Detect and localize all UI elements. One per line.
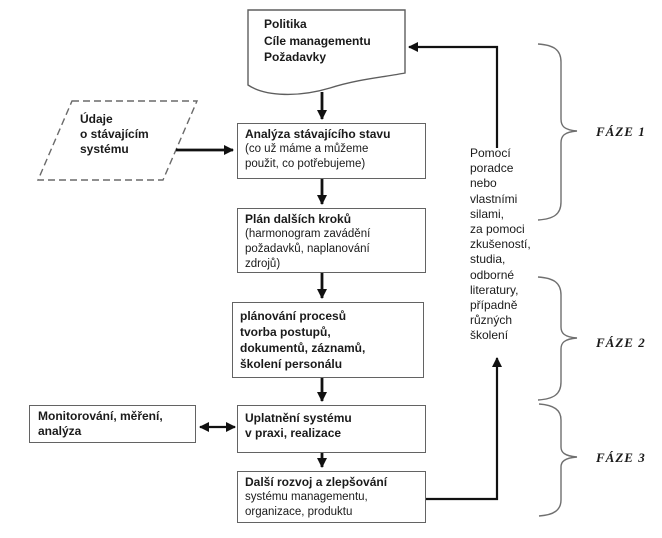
box-uplatneni: Uplatnění systému v praxi, realizace [237, 405, 426, 453]
phase-1-label: FÁZE 1 [596, 124, 646, 139]
input-parallelogram-text: Údaje o stávajícím systému [80, 112, 149, 156]
box-analyza-body: (co už máme a můžeme použit, co potřebuj… [245, 143, 369, 170]
document-shape [247, 9, 406, 96]
box-planovani: plánování procesů tvorba postupů, dokume… [232, 302, 424, 378]
phase1-brace [537, 43, 578, 221]
box-monitorovani-title: Monitorování, měření, analýza [38, 409, 163, 438]
box-analyza: Analýza stávajícího stavu (co už máme a … [237, 123, 426, 179]
phase-2-label: FÁZE 2 [596, 335, 646, 350]
box-planovani-title: plánování procesů tvorba postupů, dokume… [240, 309, 366, 371]
box-dalsi-rozvoj: Další rozvoj a zlepšování systému manage… [237, 471, 426, 523]
side-note: Pomocí poradce nebo vlastními silami, za… [470, 146, 531, 343]
arrow-dalsi-to-sidenote [425, 357, 502, 501]
box-analyza-title: Analýza stávajícího stavu [245, 127, 391, 141]
document-text: Politika Cíle managementu Požadavky [264, 17, 371, 64]
box-dalsi-rozvoj-body: systému managementu, organizace, produkt… [245, 491, 368, 518]
phase-3-label: FÁZE 3 [596, 450, 646, 465]
box-dalsi-rozvoj-title: Další rozvoj a zlepšování [245, 475, 388, 489]
phase3-brace [538, 403, 578, 517]
box-uplatneni-title: Uplatnění systému v praxi, realizace [245, 411, 352, 440]
box-monitorovani: Monitorování, měření, analýza [29, 405, 196, 443]
input-parallelogram-shape [36, 100, 199, 181]
arrow-sidenote-to-document [408, 42, 499, 148]
box-plan-body: (harmonogram zavádění požadavků, naplano… [245, 228, 371, 270]
box-plan: Plán dalších kroků (harmonogram zavádění… [237, 208, 426, 273]
phase2-brace [537, 276, 578, 401]
box-plan-title: Plán dalších kroků [245, 212, 352, 226]
